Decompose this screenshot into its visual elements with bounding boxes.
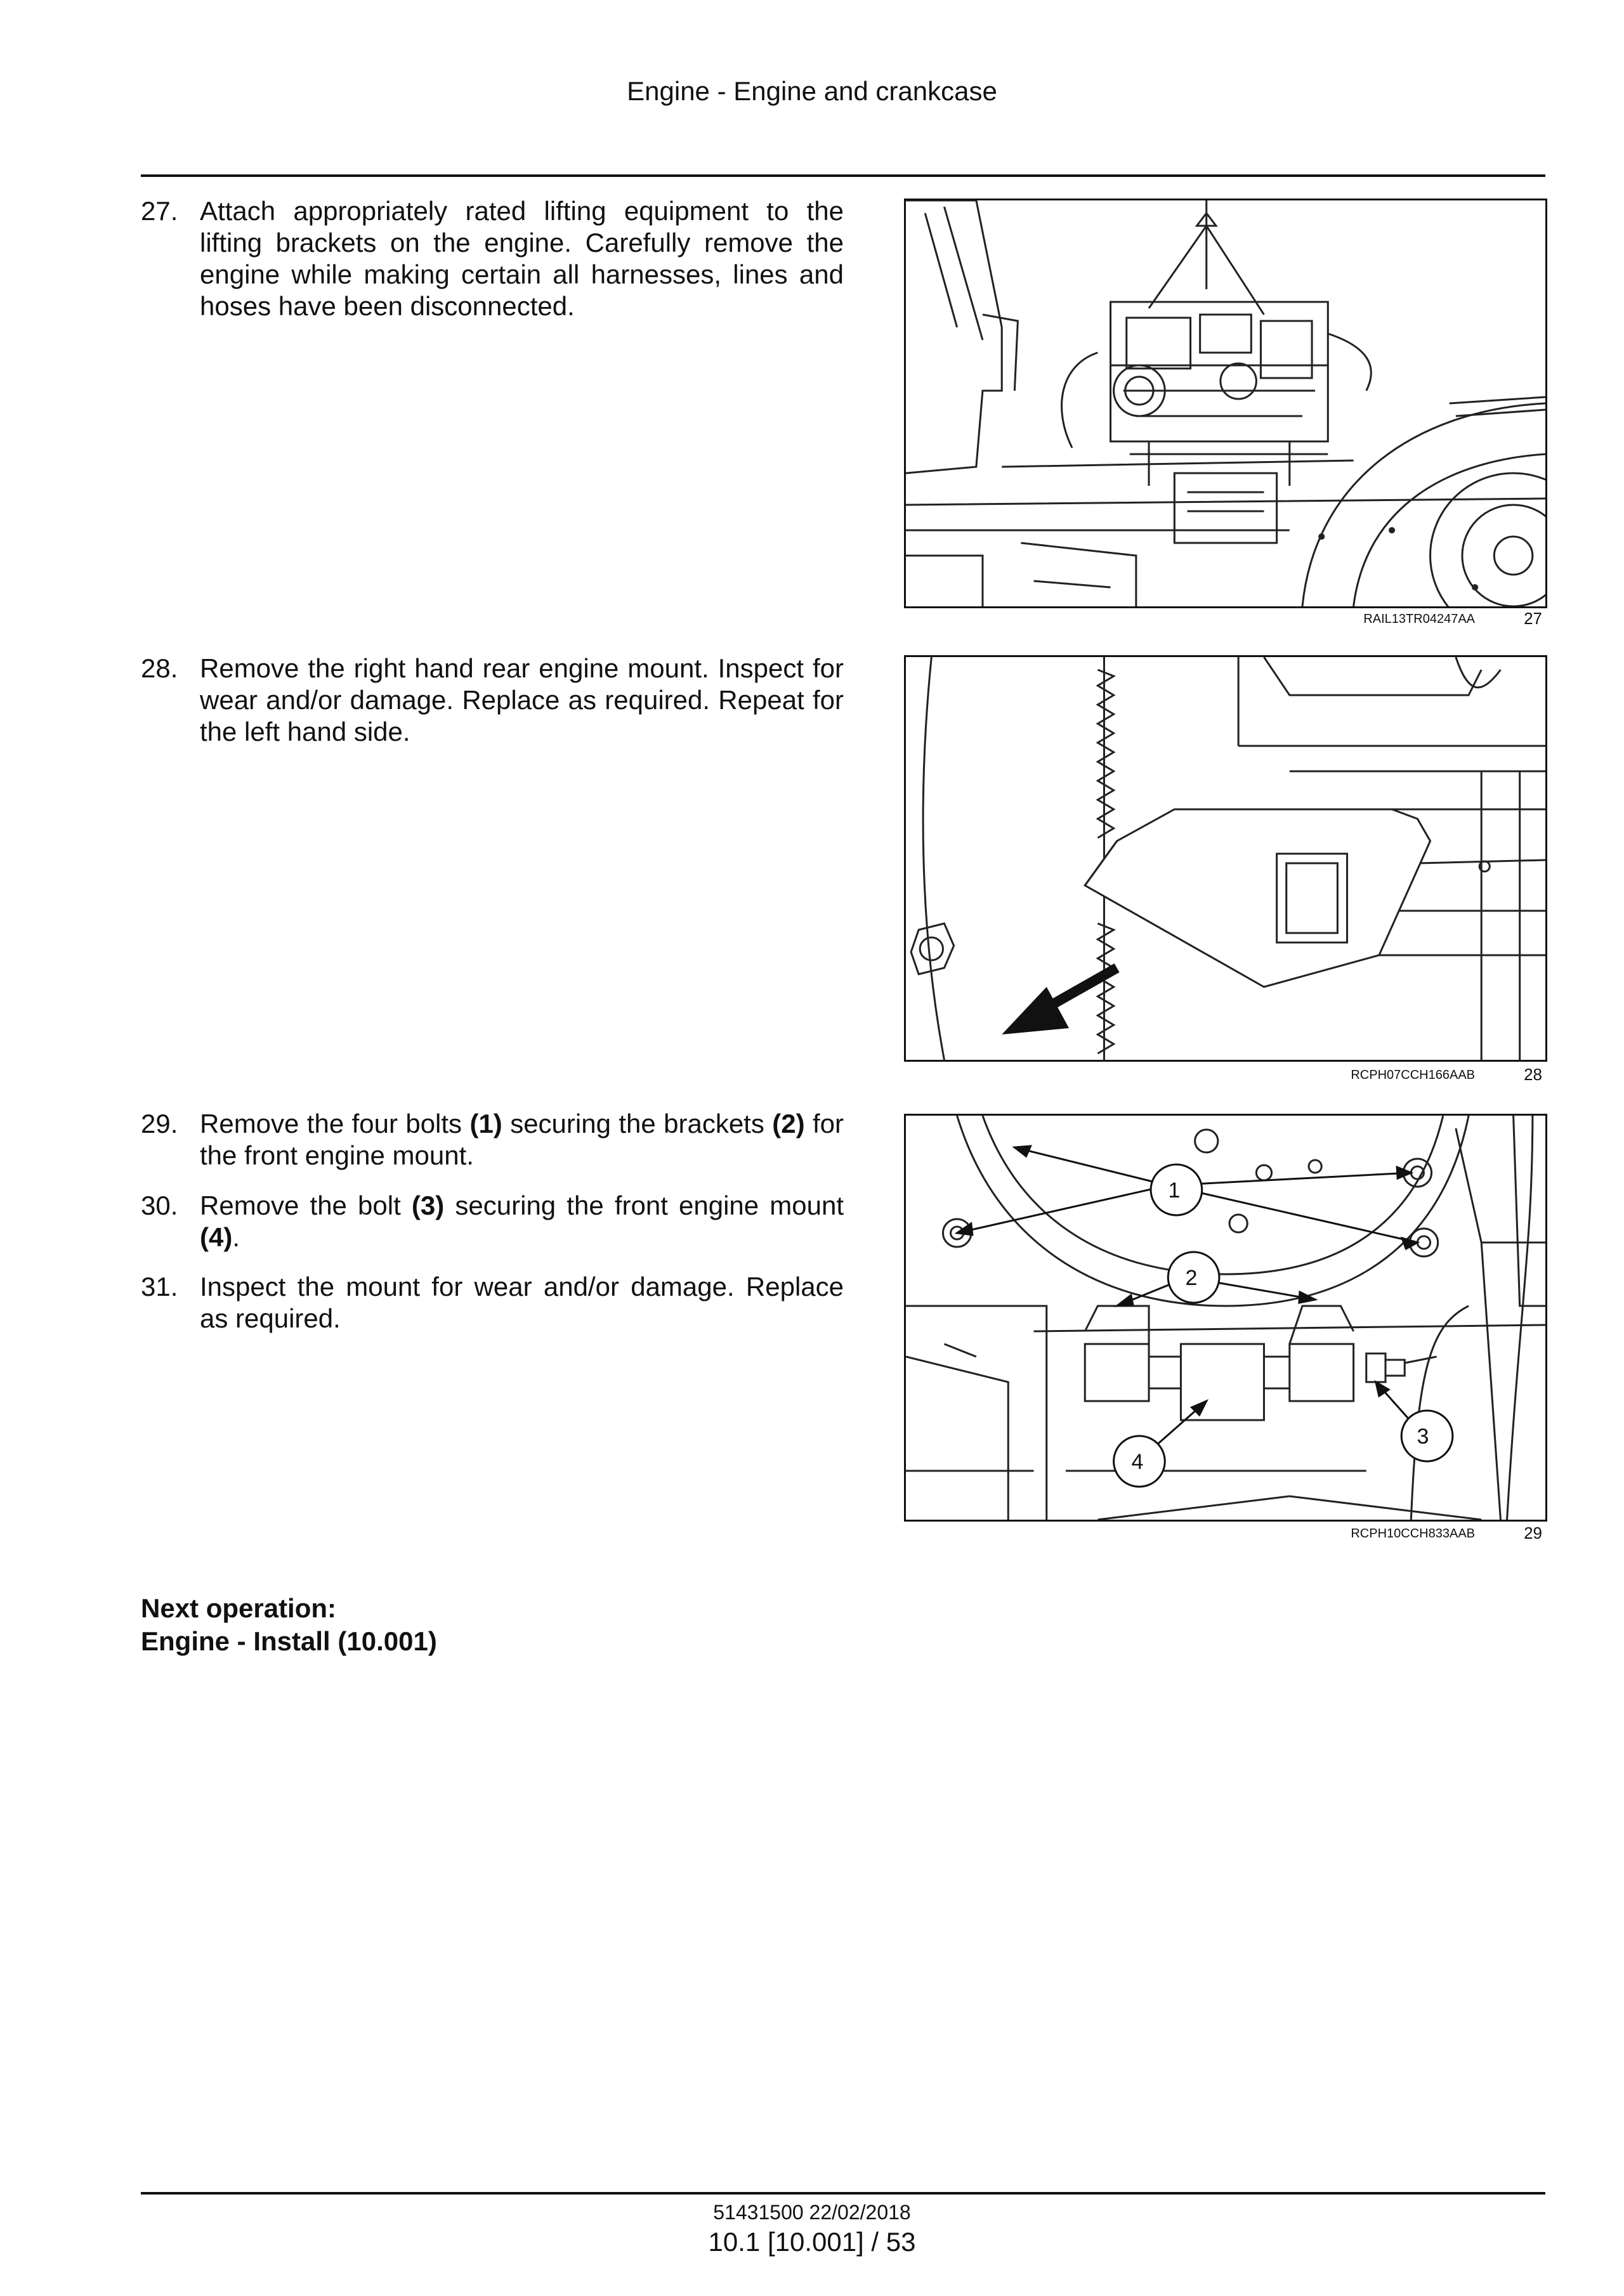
footer-doc-ref: 51431500 22/02/2018 [713, 2201, 911, 2224]
step-text: Inspect the mount for wear and/or damage… [200, 1272, 844, 1333]
next-operation-link[interactable]: Engine - Install (10.001) [141, 1626, 437, 1656]
step-31: 31. Inspect the mount for wear and/or da… [141, 1271, 844, 1334]
figure-number: 29 [1524, 1523, 1542, 1543]
callout-2 [1167, 1251, 1221, 1304]
front-mount-illustration [906, 1116, 1545, 1520]
callout-3 [1400, 1409, 1454, 1463]
next-operation-heading: Next operation: [141, 1593, 337, 1623]
pointer-arrow [1002, 963, 1120, 1034]
step-29: 29. Remove the four bolts (1) securing t… [141, 1108, 844, 1171]
callout-ref-2: (2) [772, 1109, 805, 1138]
footer-page-ref: 10.1 [10.001] / 53 [708, 2227, 916, 2257]
figure-code: RCPH07CCH166AAB [1351, 1068, 1475, 1082]
step-number: 29. [141, 1109, 178, 1138]
engine-hoist-illustration [906, 200, 1545, 606]
callout-ref-4: (4) [200, 1222, 233, 1252]
callout-4-label: 4 [1131, 1450, 1144, 1474]
rear-mount-illustration [910, 657, 1545, 1060]
step-27: 27. Attach appropriately rated lifting e… [141, 195, 844, 322]
header-rule [141, 174, 1545, 177]
figure-28-rear-mount [904, 655, 1547, 1062]
step-28: 28. Remove the right hand rear engine mo… [141, 653, 844, 748]
figure-27-engine-lift [904, 199, 1547, 608]
step-number: 30. [141, 1190, 178, 1220]
figure-number: 28 [1524, 1065, 1542, 1084]
callout-ref-3: (3) [411, 1190, 445, 1220]
step-number: 27. [141, 196, 178, 226]
footer-rule [141, 2192, 1545, 2195]
callout-4 [1113, 1435, 1166, 1488]
figure-29-front-mount: 1 2 3 4 [904, 1114, 1547, 1522]
callout-1 [1149, 1163, 1203, 1216]
step-text: Remove the four bolts (1) securing the b… [200, 1109, 844, 1170]
figure-code: RAIL13TR04247AA [1363, 612, 1475, 626]
step-number: 31. [141, 1272, 178, 1301]
step-text: Attach appropriately rated lifting equip… [200, 196, 844, 321]
step-text: Remove the bolt (3) securing the front e… [200, 1190, 844, 1252]
step-30: 30. Remove the bolt (3) securing the fro… [141, 1190, 844, 1253]
figure-code: RCPH10CCH833AAB [1351, 1527, 1475, 1541]
figure-number: 27 [1524, 609, 1542, 628]
callout-2-label: 2 [1185, 1266, 1198, 1290]
step-text: Remove the right hand rear engine mount.… [200, 653, 844, 747]
callout-3-label: 3 [1417, 1425, 1429, 1449]
step-number: 28. [141, 653, 178, 683]
page-header-title: Engine - Engine and crankcase [627, 76, 997, 106]
callout-1-label: 1 [1168, 1178, 1181, 1203]
callout-ref-1: (1) [469, 1109, 502, 1138]
